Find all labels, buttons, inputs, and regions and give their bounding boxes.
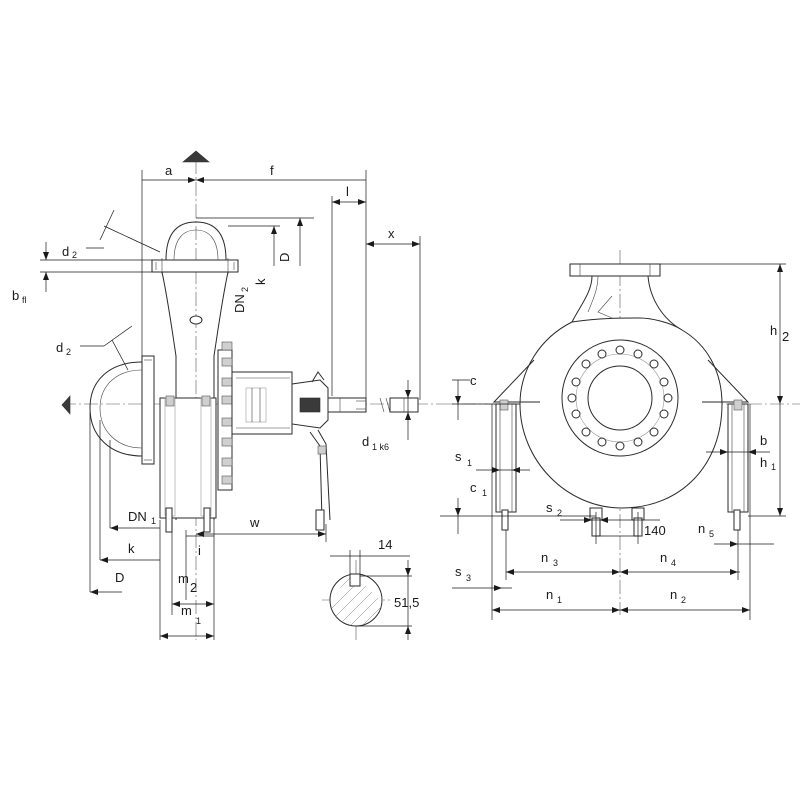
dim-m1: m 1 (181, 603, 201, 626)
discharge-flange (151, 258, 239, 274)
svg-text:1 k6: 1 k6 (372, 442, 389, 452)
svg-text:m: m (181, 603, 192, 618)
dim-shaft-51-5: 51,5 (394, 595, 419, 610)
front-discharge-flange (569, 263, 661, 277)
dim-n4: n 4 (660, 550, 676, 568)
svg-text:c: c (470, 480, 477, 495)
svg-text:2: 2 (782, 329, 789, 344)
svg-text:1: 1 (151, 516, 156, 526)
dim-a: a (165, 163, 173, 178)
svg-text:DN: DN (232, 294, 247, 313)
svg-text:s: s (546, 500, 553, 515)
dim-n2: n 2 (670, 587, 686, 605)
shaft-section-detail: 14 51,5 (322, 537, 419, 640)
svg-text:2: 2 (240, 287, 250, 292)
dim-i: i (198, 543, 201, 558)
svg-text:1: 1 (482, 488, 487, 498)
dim-n3: n 3 (541, 550, 558, 568)
svg-text:1: 1 (557, 595, 562, 605)
dim-keyway-14: 14 (378, 537, 392, 552)
dim-b: b (760, 433, 767, 448)
svg-text:2: 2 (190, 580, 197, 595)
svg-text:n: n (546, 587, 553, 602)
svg-text:h: h (760, 455, 767, 470)
dim-f: f (270, 163, 274, 178)
shaft (327, 397, 367, 413)
casing-cover (159, 397, 217, 519)
front-view: h 2 h 1 b c s 1 (440, 250, 800, 620)
svg-text:1: 1 (467, 458, 472, 468)
dim-d1k6: d 1 k6 (362, 434, 389, 452)
dim-h2: h 2 (770, 323, 789, 344)
svg-text:d: d (362, 434, 369, 449)
dim-d2-top: d 2 (62, 244, 77, 260)
dim-D-bottom: D (115, 570, 124, 585)
dim-c1: c 1 (470, 480, 487, 498)
svg-text:n: n (698, 521, 705, 536)
dim-c: c (470, 373, 477, 388)
flange-bolt-holes (567, 345, 673, 451)
nozzle-fitting (189, 315, 203, 325)
dim-s2: s 2 (546, 500, 562, 518)
svg-text:d: d (62, 244, 69, 259)
svg-text:s: s (455, 449, 462, 464)
dim-n1: n 1 (546, 587, 562, 605)
datum-triangle-top (182, 150, 210, 163)
svg-text:4: 4 (671, 558, 676, 568)
dim-n5: n 5 (698, 521, 714, 539)
suction-flange (141, 355, 155, 465)
casing-feet (589, 507, 645, 537)
dim-x: x (388, 226, 395, 241)
svg-text:5: 5 (709, 529, 714, 539)
dim-D-top: D (277, 253, 292, 262)
svg-text:b: b (12, 288, 19, 303)
svg-text:2: 2 (72, 250, 77, 260)
bearing-housing (231, 371, 293, 435)
svg-text:n: n (670, 587, 677, 602)
datum-triangle-left (61, 395, 71, 415)
bearing-flange-bolts (221, 341, 233, 485)
support-leg (317, 429, 331, 521)
side-view: a f l x D k DN 2 d 2 (12, 150, 440, 640)
support-foot-left (495, 399, 517, 531)
dim-k-bottom: k (128, 541, 135, 556)
svg-text:3: 3 (553, 558, 558, 568)
svg-text:n: n (541, 550, 548, 565)
svg-text:3: 3 (466, 573, 471, 583)
svg-text:n: n (660, 550, 667, 565)
dim-k-top: k (253, 278, 268, 285)
dim-m2: m 2 (178, 571, 197, 595)
dim-DN2: DN 2 (232, 287, 250, 313)
dim-DN1: DN 1 (128, 509, 156, 526)
svg-text:2: 2 (557, 508, 562, 518)
casing-bolts (165, 395, 211, 533)
svg-text:DN: DN (128, 509, 147, 524)
dim-h1: h 1 (760, 455, 776, 472)
dim-w: w (249, 515, 260, 530)
svg-text:2: 2 (681, 595, 686, 605)
svg-text:d: d (56, 340, 63, 355)
dim-140: 140 (644, 523, 666, 538)
support-foot-right (727, 399, 749, 531)
dim-bfl: b fl (12, 288, 27, 305)
svg-text:fl: fl (22, 295, 27, 305)
svg-text:2: 2 (66, 347, 71, 357)
svg-text:h: h (770, 323, 777, 338)
svg-text:1: 1 (771, 462, 776, 472)
dim-s1: s 1 (455, 449, 472, 468)
svg-text:s: s (455, 564, 462, 579)
svg-text:m: m (178, 571, 189, 586)
svg-text:1: 1 (196, 616, 201, 626)
dim-l: l (346, 184, 349, 199)
dim-d2-mid: d 2 (56, 340, 71, 357)
dim-s3: s 3 (455, 564, 471, 583)
